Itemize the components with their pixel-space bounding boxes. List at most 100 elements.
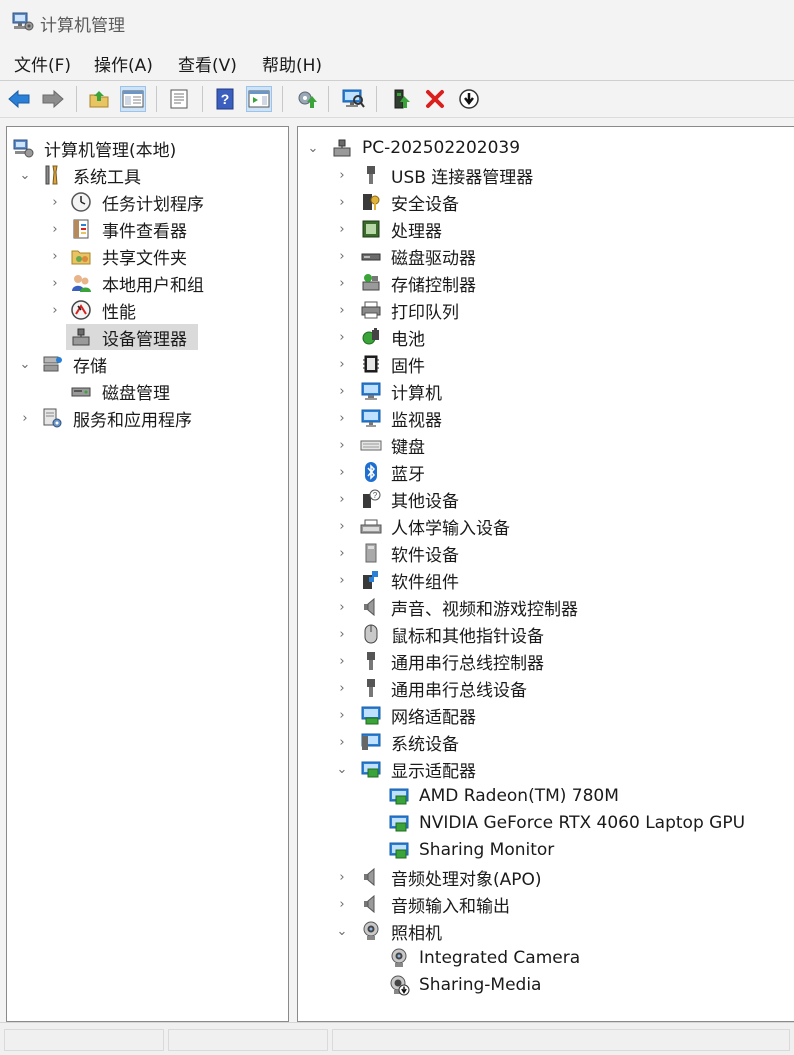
chevron-right-icon[interactable]: › [339,356,345,372]
chevron-right-icon[interactable]: › [339,437,345,453]
tree-root-computer-management[interactable]: 计算机管理(本地) [7,135,287,161]
chevron-right-icon[interactable]: › [52,302,58,318]
device-category-usb-devices[interactable]: ›通用串行总线设备 [298,675,788,701]
properties-icon[interactable] [166,86,192,112]
device-category-print-queues[interactable]: ›打印队列 [298,297,788,323]
tree-item-services-applications[interactable]: › 服务和应用程序 [7,405,287,431]
chevron-right-icon[interactable]: › [339,383,345,399]
device-category-other-devices[interactable]: ›?其他设备 [298,486,788,512]
device-tree-root[interactable]: ⌄ PC-202502202039 [307,138,521,158]
menu-action[interactable]: 操作(A) [94,56,153,76]
chevron-down-icon[interactable]: ⌄ [336,761,348,777]
device-category-label: 电池 [391,329,425,350]
chevron-right-icon[interactable]: › [339,194,345,210]
chevron-right-icon[interactable]: › [52,275,58,291]
tree-item-event-viewer[interactable]: › 事件查看器 [7,216,287,242]
device-item-integrated-camera[interactable]: Integrated Camera [298,945,788,971]
device-category-usb-connector-manager[interactable]: ›USB 连接器管理器 [298,162,788,188]
device-tree-pane[interactable]: ⌄ PC-202502202039 ›USB 连接器管理器›安全设备›处理器›磁… [297,126,794,1022]
chevron-right-icon[interactable]: › [339,167,345,183]
chevron-right-icon[interactable]: › [339,599,345,615]
chevron-right-icon[interactable]: › [339,464,345,480]
help-icon[interactable]: ? [212,86,238,112]
chevron-right-icon[interactable]: › [339,572,345,588]
tree-item-shared-folders[interactable]: › 共享文件夹 [7,243,287,269]
tree-item-device-manager[interactable]: 设备管理器 [7,324,287,350]
device-category-storage-controllers[interactable]: ›存储控制器 [298,270,788,296]
device-category-batteries[interactable]: › 电池 [298,324,788,350]
chevron-down-icon[interactable]: ⌄ [336,923,348,939]
status-cell [4,1029,164,1051]
update-driver-icon[interactable] [294,86,320,112]
up-folder-icon[interactable] [86,86,112,112]
device-category-computer[interactable]: ›计算机 [298,378,788,404]
device-category-monitors[interactable]: ›监视器 [298,405,788,431]
device-category-display-adapters[interactable]: ⌄ 显示适配器 [298,756,788,782]
chevron-right-icon[interactable]: › [52,248,58,264]
tree-item-system-tools[interactable]: ⌄ 系统工具 [7,162,287,188]
device-item-sharing-monitor[interactable]: Sharing Monitor [298,837,788,863]
tree-item-storage[interactable]: ⌄ 存储 [7,351,287,377]
chevron-right-icon[interactable]: › [339,869,345,885]
device-category-network-adapters[interactable]: ›网络适配器 [298,702,788,728]
device-category-usb-controllers[interactable]: ›通用串行总线控制器 [298,648,788,674]
device-category-firmware[interactable]: ›固件 [298,351,788,377]
chevron-right-icon[interactable]: › [339,248,345,264]
back-arrow-icon[interactable] [6,86,32,112]
chevron-right-icon[interactable]: › [339,221,345,237]
tools-icon [41,164,63,186]
chevron-right-icon[interactable]: › [339,680,345,696]
tree-item-task-scheduler[interactable]: › 任务计划程序 [7,189,287,215]
device-category-audio-inputs-outputs[interactable]: › 音频输入和输出 [298,891,788,917]
device-category-keyboards[interactable]: ›键盘 [298,432,788,458]
uninstall-device-icon[interactable] [422,86,448,112]
device-category-system-devices[interactable]: ›系统设备 [298,729,788,755]
chevron-right-icon[interactable]: › [339,518,345,534]
menu-file[interactable]: 文件(F) [14,56,72,76]
device-item-amd-radeon[interactable]: AMD Radeon(TM) 780M [298,783,788,809]
chevron-right-icon[interactable]: › [339,329,345,345]
chevron-right-icon[interactable]: › [339,491,345,507]
chevron-right-icon[interactable]: › [22,410,28,426]
device-item-nvidia-geforce[interactable]: NVIDIA GeForce RTX 4060 Laptop GPU [298,810,788,836]
tree-item-disk-management[interactable]: 磁盘管理 [7,378,287,404]
tree-item-performance[interactable]: › 性能 [7,297,287,323]
chevron-down-icon[interactable]: ⌄ [19,356,31,372]
chevron-right-icon[interactable]: › [52,221,58,237]
forward-arrow-icon[interactable] [40,86,66,112]
chevron-right-icon[interactable]: › [339,626,345,642]
chevron-down-icon[interactable]: ⌄ [19,167,31,183]
chevron-right-icon[interactable]: › [339,707,345,723]
device-category-sound-video-game-controllers[interactable]: ›声音、视频和游戏控制器 [298,594,788,620]
device-item-sharing-media[interactable]: Sharing-Media [298,972,788,998]
chevron-right-icon[interactable]: › [339,734,345,750]
chevron-right-icon[interactable]: › [339,896,345,912]
tree-item-local-users-groups[interactable]: › 本地用户和组 [7,270,287,296]
chevron-right-icon[interactable]: › [339,545,345,561]
menu-help[interactable]: 帮助(H) [262,56,323,76]
disable-device-icon[interactable] [456,86,482,112]
chevron-right-icon[interactable]: › [339,653,345,669]
show-hide-tree-icon[interactable] [120,86,146,112]
device-category-cameras[interactable]: ⌄ 照相机 [298,918,788,944]
menu-view[interactable]: 查看(V) [178,56,237,76]
device-category-disk-drives[interactable]: ›磁盘驱动器 [298,243,788,269]
chevron-right-icon[interactable]: › [339,302,345,318]
device-category-software-devices[interactable]: ›软件设备 [298,540,788,566]
chevron-right-icon[interactable]: › [52,194,58,210]
device-category-software-components[interactable]: ›软件组件 [298,567,788,593]
event-log-icon [70,218,92,240]
console-tree-pane[interactable]: 计算机管理(本地) ⌄ 系统工具 › 任务计划程序 › 事件查看器 › 共享文件… [6,126,289,1022]
chevron-right-icon[interactable]: › [339,275,345,291]
device-category-audio-processing-objects[interactable]: › 音频处理对象(APO) [298,864,788,890]
device-category-security-devices[interactable]: ›安全设备 [298,189,788,215]
enable-device-icon[interactable] [388,86,414,112]
show-hide-action-pane-icon[interactable] [246,86,272,112]
scan-hardware-icon[interactable] [340,86,366,112]
device-category-processors[interactable]: ›处理器 [298,216,788,242]
device-category-bluetooth[interactable]: ›蓝牙 [298,459,788,485]
chevron-right-icon[interactable]: › [339,410,345,426]
device-category-mice-pointing-devices[interactable]: ›鼠标和其他指针设备 [298,621,788,647]
device-category-human-interface-devices[interactable]: ›人体学输入设备 [298,513,788,539]
chevron-down-icon[interactable]: ⌄ [307,140,319,156]
